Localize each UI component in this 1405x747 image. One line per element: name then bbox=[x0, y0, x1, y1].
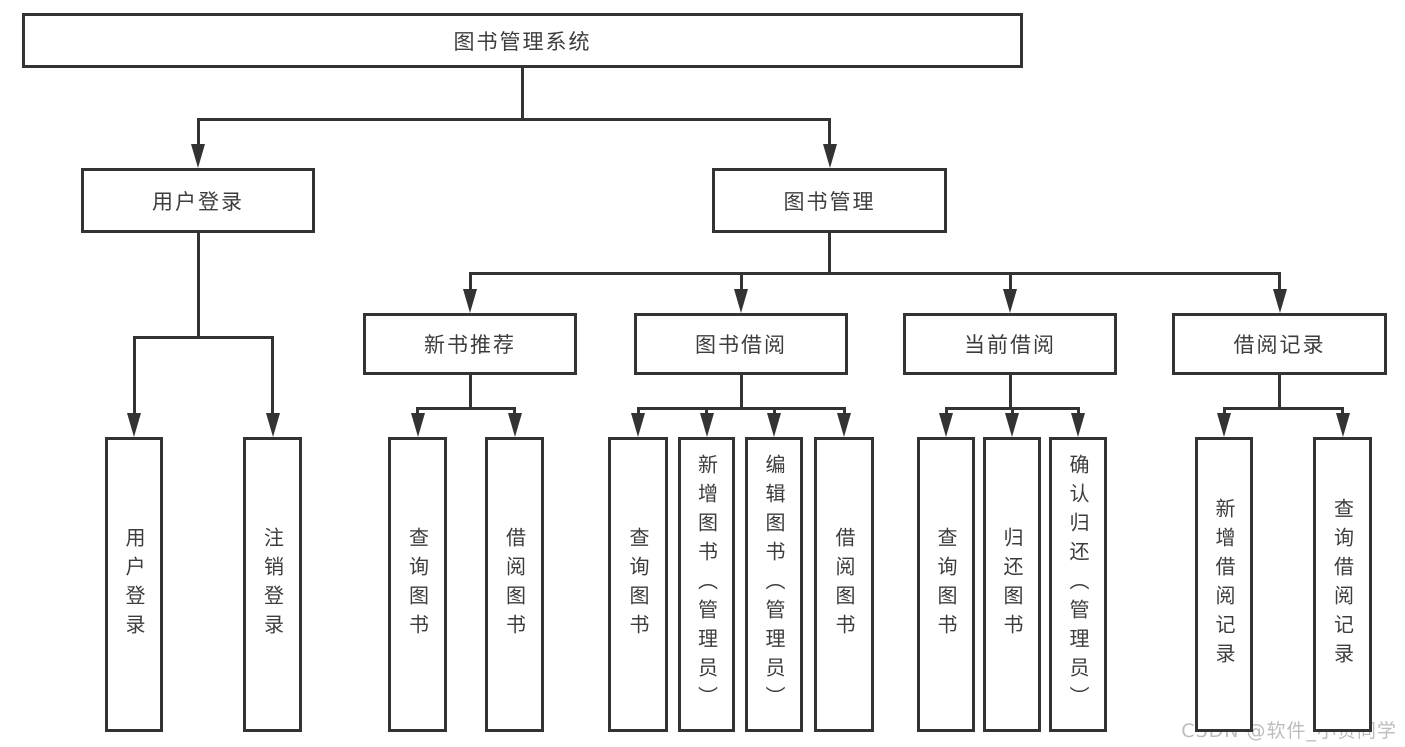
connector-arrowhead bbox=[1005, 413, 1019, 437]
node-leaf-user-login: 用户登录 bbox=[105, 437, 163, 732]
node-label: 用户登录 bbox=[152, 189, 244, 214]
connector-arrowhead bbox=[1003, 289, 1017, 313]
connector-line bbox=[468, 272, 1281, 275]
connector-arrowhead bbox=[822, 144, 837, 168]
connector-line bbox=[739, 374, 743, 410]
node-root: 图书管理系统 bbox=[22, 13, 1023, 68]
connector-line bbox=[828, 232, 831, 275]
node-label: 用户登录 bbox=[122, 526, 146, 643]
connector-line bbox=[132, 336, 136, 419]
node-leaf-return-book: 归还图书 bbox=[983, 437, 1041, 732]
connector-line bbox=[1008, 374, 1012, 410]
connector-arrowhead bbox=[699, 413, 714, 437]
node-leaf-query-book-3: 查询图书 bbox=[917, 437, 975, 732]
node-label: 确认归还（管理员） bbox=[1066, 454, 1090, 715]
connector-arrowhead bbox=[1217, 413, 1231, 437]
connector-line bbox=[1008, 272, 1012, 295]
connector-line bbox=[739, 272, 743, 295]
connector-arrowhead bbox=[837, 413, 851, 437]
connector-line bbox=[416, 407, 516, 410]
node-label: 借阅图书 bbox=[502, 526, 527, 643]
node-label: 查询借阅记录 bbox=[1330, 497, 1355, 672]
node-leaf-add-book: 新增图书（管理员） bbox=[678, 437, 735, 732]
node-label: 新增借阅记录 bbox=[1212, 497, 1236, 672]
node-label: 归还图书 bbox=[1000, 526, 1024, 643]
node-label: 新书推荐 bbox=[424, 333, 516, 357]
connector-line bbox=[132, 336, 274, 339]
node-label: 当前借阅 bbox=[964, 333, 1056, 357]
node-label: 借阅图书 bbox=[832, 526, 856, 643]
connector-line bbox=[521, 67, 524, 121]
connector-arrowhead bbox=[1071, 413, 1085, 437]
connector-arrowhead bbox=[767, 413, 781, 437]
connector-arrowhead bbox=[631, 413, 645, 437]
connector-line bbox=[1222, 407, 1344, 410]
node-label: 查询图书 bbox=[626, 526, 650, 643]
node-user-login: 用户登录 bbox=[81, 168, 315, 233]
node-book-borrow: 图书借阅 bbox=[634, 313, 848, 375]
node-leaf-borrow-book-1: 借阅图书 bbox=[485, 437, 544, 732]
connector-line bbox=[196, 118, 200, 150]
node-leaf-add-record: 新增借阅记录 bbox=[1195, 437, 1253, 732]
node-leaf-borrow-book-2: 借阅图书 bbox=[814, 437, 874, 732]
node-label: 新增图书（管理员） bbox=[694, 454, 719, 715]
node-book-mgmt: 图书管理 bbox=[712, 168, 947, 233]
connector-arrowhead bbox=[191, 144, 205, 168]
connector-arrowhead bbox=[463, 289, 477, 313]
node-leaf-query-record: 查询借阅记录 bbox=[1313, 437, 1372, 732]
node-borrow-record: 借阅记录 bbox=[1172, 313, 1387, 375]
node-label: 借阅记录 bbox=[1233, 333, 1326, 357]
connector-line bbox=[636, 407, 846, 410]
node-current-borrow: 当前借阅 bbox=[903, 313, 1117, 375]
node-label: 图书管理 bbox=[783, 189, 876, 214]
node-leaf-edit-book: 编辑图书（管理员） bbox=[745, 437, 803, 732]
connector-arrowhead bbox=[265, 413, 280, 437]
connector-arrowhead bbox=[1272, 289, 1287, 313]
connector-arrowhead bbox=[127, 413, 141, 437]
node-leaf-logout: 注销登录 bbox=[243, 437, 302, 732]
connector-line bbox=[1278, 272, 1281, 295]
connector-arrowhead bbox=[410, 413, 425, 437]
node-label: 查询图书 bbox=[405, 526, 430, 643]
connector-line bbox=[271, 336, 274, 419]
node-label: 查询图书 bbox=[934, 526, 958, 643]
node-label: 编辑图书（管理员） bbox=[762, 454, 786, 715]
node-leaf-confirm-return: 确认归还（管理员） bbox=[1049, 437, 1107, 732]
node-label: 图书借阅 bbox=[695, 333, 787, 357]
node-leaf-query-book-2: 查询图书 bbox=[608, 437, 668, 732]
connector-line bbox=[828, 118, 831, 150]
connector-arrowhead bbox=[507, 413, 522, 437]
connector-line bbox=[468, 374, 472, 410]
node-label: 图书管理系统 bbox=[453, 29, 592, 54]
connector-arrowhead bbox=[734, 289, 748, 313]
connector-line bbox=[1278, 374, 1281, 410]
connector-line bbox=[196, 118, 831, 121]
connector-line bbox=[196, 232, 200, 339]
node-leaf-query-book-1: 查询图书 bbox=[388, 437, 447, 732]
connector-line bbox=[468, 272, 472, 295]
node-label: 注销登录 bbox=[260, 526, 285, 643]
connector-arrowhead bbox=[1335, 413, 1350, 437]
connector-arrowhead bbox=[939, 413, 953, 437]
node-new-book-rec: 新书推荐 bbox=[363, 313, 577, 375]
